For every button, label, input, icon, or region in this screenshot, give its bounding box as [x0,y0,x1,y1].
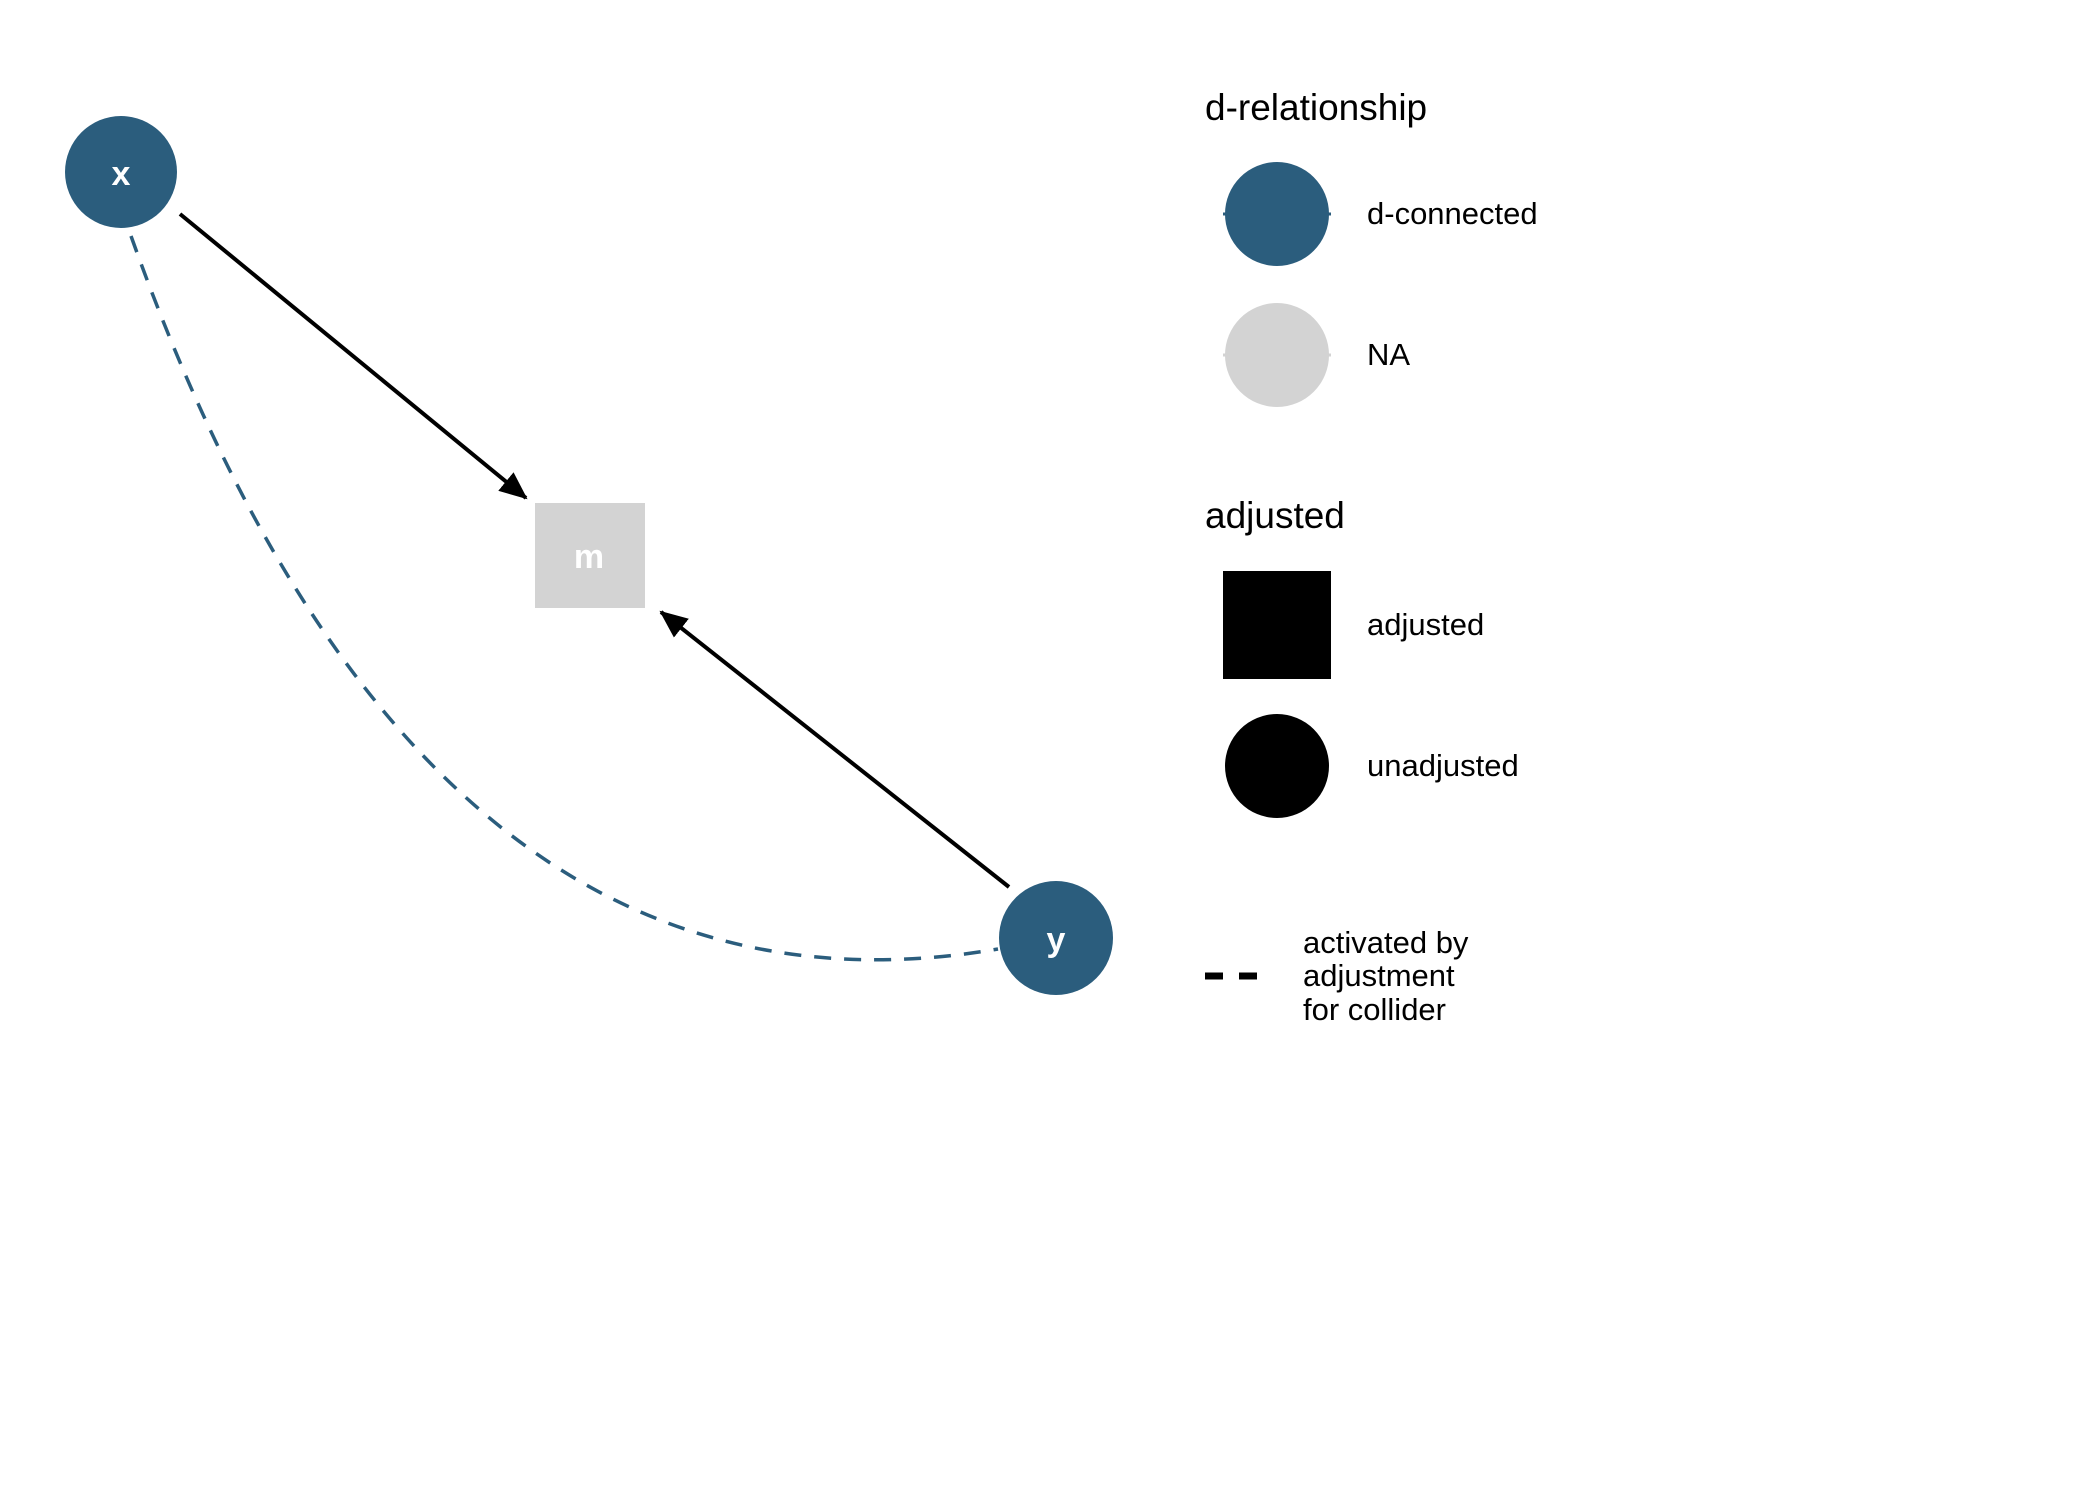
node-y-label: y [1047,921,1066,959]
na-circle-key-icon [1223,301,1331,409]
legend-title-adjusted: adjusted [1205,495,1345,536]
legend-label-collider-activated: activated by adjustment for collider [1303,924,1469,1027]
legend-label-adjusted: adjusted [1367,607,1485,643]
node-m [535,503,645,608]
legend: d-relationship d-connected NA adjusted [1205,0,1645,1500]
edge-x-m-arrow [178,212,528,500]
edge-y-m-arrow [659,610,1011,889]
dashed-line-key-icon [1205,922,1267,1030]
legend-label-na: NA [1367,337,1411,373]
node-x [65,116,177,228]
adjusted-square-key-icon [1223,571,1331,679]
d-connected-circle-key-icon [1223,160,1331,268]
node-m-label: m [574,538,604,576]
legend-item-adjusted: adjusted [1223,571,1484,679]
legend-item-na: NA [1223,301,1410,409]
legend-label-d-connected: d-connected [1367,196,1538,232]
edge-x-y-collider-dashed [129,235,999,962]
node-y [999,881,1113,995]
legend-title-d-relationship: d-relationship [1205,87,1428,128]
unadjusted-circle-key-icon [1223,712,1331,820]
legend-label-unadjusted: unadjusted [1367,748,1519,784]
node-x-label: x [112,155,131,193]
legend-item-d-connected: d-connected [1223,160,1538,268]
legend-item-collider-activated: activated by adjustment for collider [1205,922,1468,1030]
legend-item-unadjusted: unadjusted [1223,712,1519,820]
